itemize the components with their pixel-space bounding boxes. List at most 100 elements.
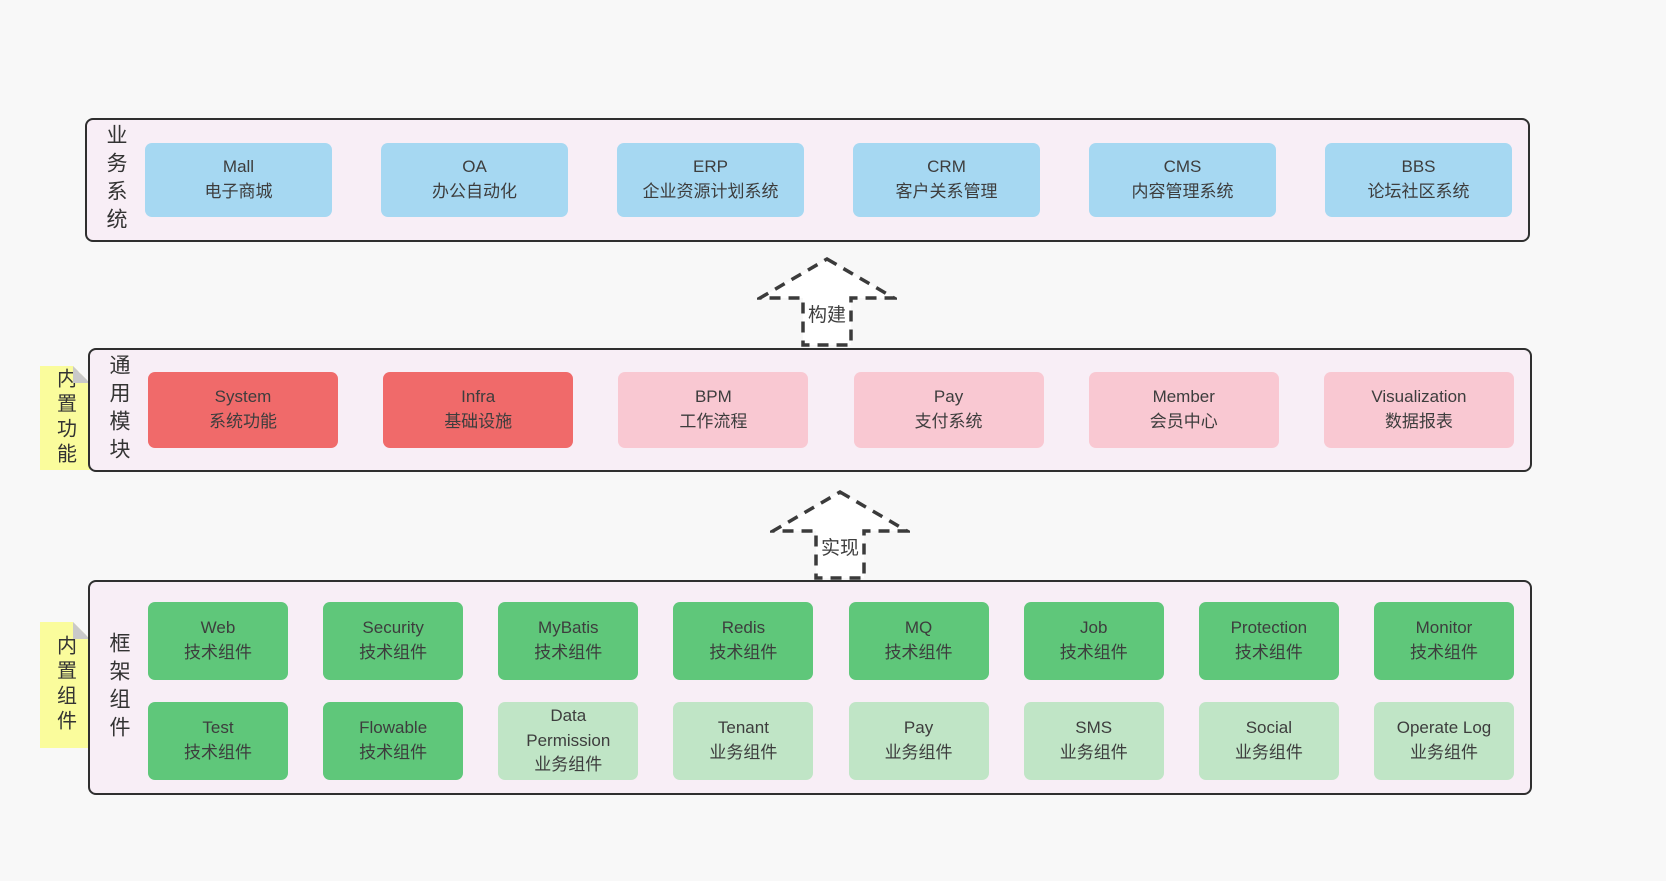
box-subtitle: 技术组件 [359,643,428,662]
box-title: OA [462,157,487,177]
arrow-label: 实现 [817,533,863,560]
band-label: 框架组件 [107,631,130,744]
box-title: Redis [721,618,766,638]
box-subtitle: 内容管理系统 [1131,182,1234,201]
box-subtitle: 数据报表 [1384,412,1453,431]
box-title: SMS [1075,718,1113,738]
box-mq: MQ 技术组件 [848,602,989,680]
box-mybatis: MyBatis 技术组件 [498,602,639,680]
box-subtitle: 客户关系管理 [895,182,998,201]
box-crm: CRM 客户关系管理 [853,143,1040,217]
box-subtitle: 业务组件 [534,755,603,775]
box-operate-log: Operate Log 业务组件 [1373,702,1514,780]
sticky-note-built-in-components: 内置组件 [40,622,90,748]
box-subtitle: 技术组件 [534,643,603,662]
box-monitor: Monitor 技术组件 [1373,602,1514,680]
box-subtitle: 技术组件 [884,643,953,662]
box-title: Operate Log [1396,718,1492,738]
sticky-note-built-in-features: 内置功能 [40,366,90,470]
band-row: System 系统功能 Infra 基础设施 BPM 工作流程 Pay 支付系统 Member 会… [148,350,1514,470]
box-cms: CMS 内容管理系统 [1089,143,1276,217]
box-mall: Mall 电子商城 [145,143,332,217]
box-data-permission: Data Permission 业务组件 [498,702,639,780]
box-title: ERP [693,157,728,177]
box-system: System 系统功能 [148,372,338,448]
box-infra: Infra 基础设施 [383,372,574,448]
box-subtitle: 技术组件 [184,643,252,662]
box-subtitle: 技术组件 [709,643,778,662]
box-title: Infra [461,387,496,407]
box-visualization: Visualization 数据报表 [1323,372,1514,448]
box-subtitle: 工作流程 [679,412,748,431]
box-title: MyBatis [538,618,599,638]
box-subtitle: 业务组件 [709,743,778,762]
box-security: Security 技术组件 [323,602,464,680]
box-subtitle: 技术组件 [1059,643,1128,662]
box-redis: Redis 技术组件 [673,602,814,680]
box-subtitle: 基础设施 [444,412,513,431]
box-subtitle: 技术组件 [184,743,252,762]
box-tenant: Tenant 业务组件 [673,702,814,780]
box-title: Test [202,718,234,738]
box-subtitle: 会员中心 [1149,412,1218,431]
box-bpm: BPM 工作流程 [618,372,809,448]
box-title: Member [1152,387,1215,407]
band-row: Mall 电子商城 OA 办公自动化 ERP 企业资源计划系统 CRM 客户关系管理 CMS 内容… [145,120,1512,240]
box-subtitle: 电子商城 [204,182,273,201]
box-title: Mall [222,157,255,177]
band-label: 通用模块 [107,354,130,466]
dashed-up-arrow-build: 构建 [757,256,897,348]
box-title: Data Permission [526,706,611,750]
box-pay: Pay 支付系统 [853,372,1044,448]
box-title: Security [362,618,424,638]
box-title: CMS [1163,157,1202,177]
box-title: System [214,387,272,407]
box-title: CRM [927,157,966,177]
box-sms: SMS 业务组件 [1023,702,1164,780]
box-erp: ERP 企业资源计划系统 [617,143,804,217]
box-title: Web [200,618,236,638]
box-title: Pay [933,387,964,407]
box-subtitle: 业务组件 [1059,743,1128,762]
box-subtitle: 论坛社区系统 [1367,182,1470,201]
box-title: Pay [903,718,934,738]
box-title: Flowable [359,718,428,738]
box-subtitle: 办公自动化 [432,182,517,201]
box-flowable: Flowable 技术组件 [323,702,464,780]
band-label: 业务系统 [104,124,127,236]
arrow-label: 构建 [804,300,850,327]
box-title: Protection [1230,618,1308,638]
dashed-up-arrow-implement: 实现 [770,489,910,581]
box-title: BPM [694,387,732,407]
box-subtitle: 支付系统 [914,412,983,431]
band-common-modules: 通用模块 System 系统功能 Infra 基础设施 BPM 工作流程 Pay 支付系统 Me… [88,348,1532,472]
box-test: Test 技术组件 [148,702,288,780]
sticky-note-label: 内置组件 [53,635,76,735]
box-subtitle: 技术组件 [359,743,428,762]
box-title: Visualization [1371,387,1467,407]
box-job: Job 技术组件 [1023,602,1164,680]
box-subtitle: 技术组件 [1409,643,1478,662]
box-title: Job [1079,618,1108,638]
box-social: Social 业务组件 [1198,702,1339,780]
box-oa: OA 办公自动化 [381,143,568,217]
box-subtitle: 企业资源计划系统 [642,182,779,201]
box-member: Member 会员中心 [1088,372,1279,448]
box-subtitle: 业务组件 [1234,743,1303,762]
box-title: BBS [1401,157,1436,177]
box-title: Monitor [1415,618,1473,638]
box-subtitle: 业务组件 [1409,743,1478,762]
sticky-note-label: 内置功能 [53,368,76,468]
box-title: MQ [904,618,933,638]
band-business-systems: 业务系统 Mall 电子商城 OA 办公自动化 ERP 企业资源计划系统 CRM 客户关系管理… [85,118,1530,242]
box-title: Social [1245,718,1292,738]
box-bbs: BBS 论坛社区系统 [1325,143,1512,217]
box-title: Tenant [717,718,769,738]
box-subtitle: 系统功能 [209,412,277,431]
